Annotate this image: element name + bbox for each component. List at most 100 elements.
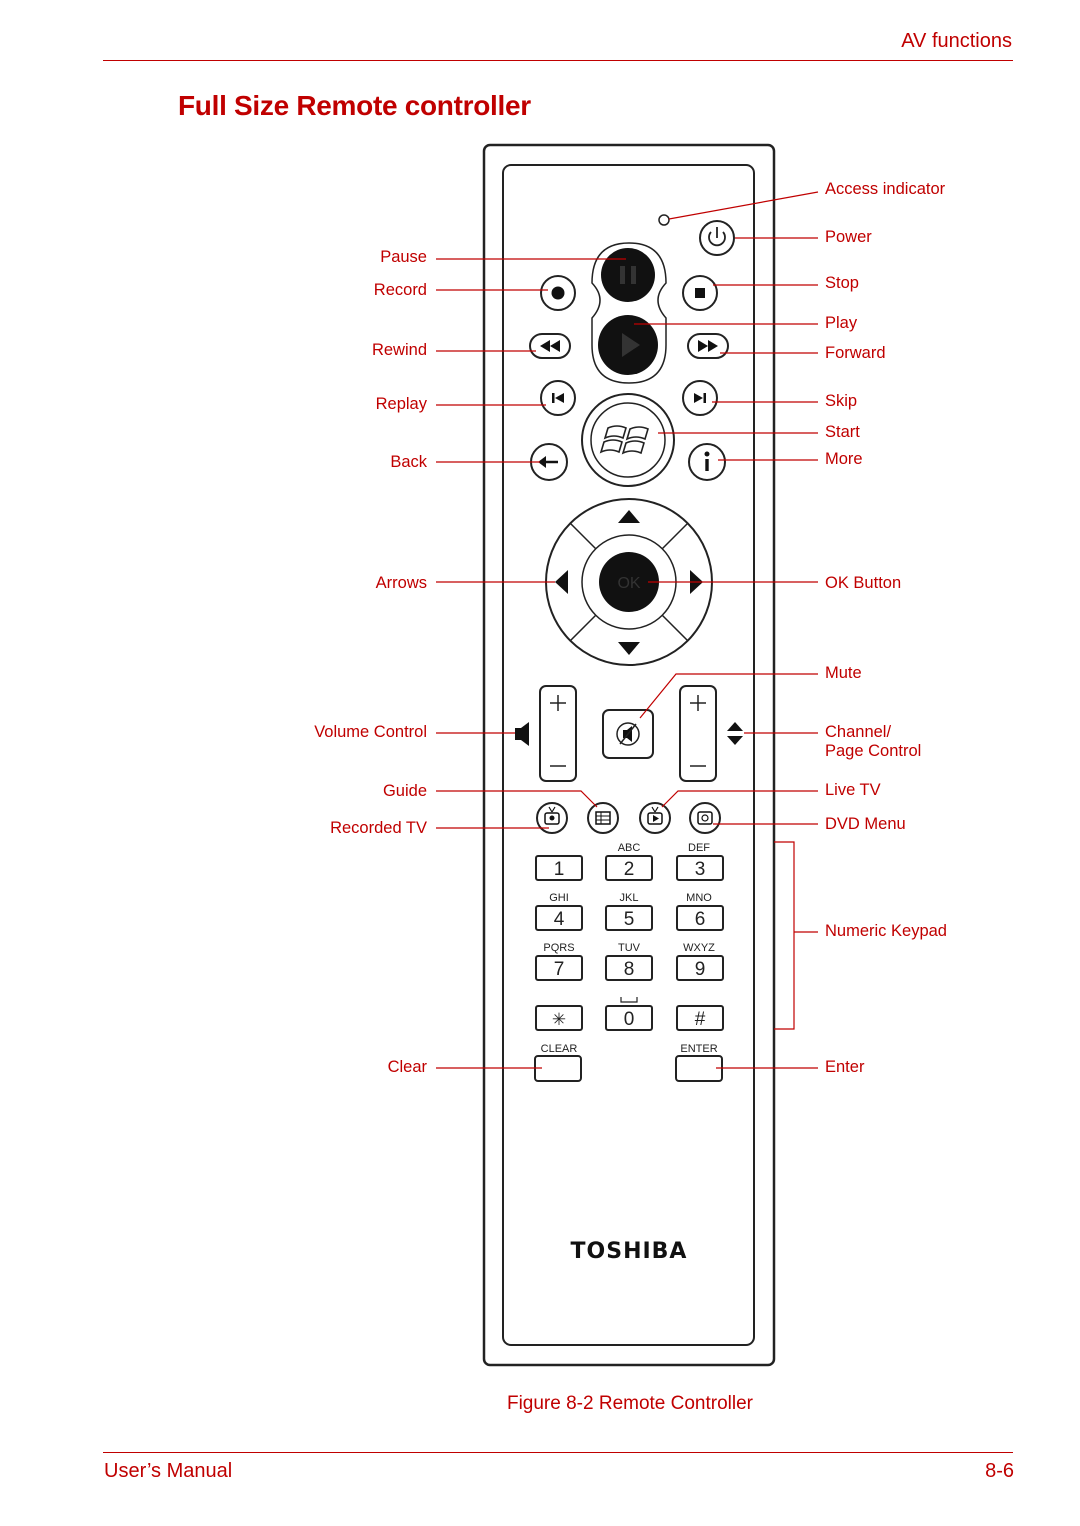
key-4[interactable]: 4	[535, 905, 583, 931]
label-start: Start	[825, 423, 860, 441]
page-number: 8-6	[985, 1460, 1014, 1482]
label-live-tv: Live TV	[825, 781, 881, 799]
key-7[interactable]: 7	[535, 955, 583, 981]
numeric-keypad: ABC DEF 1 2 3 GHI JKL MNO 4 5 6 PQRS TUV…	[535, 842, 724, 1055]
key-star[interactable]: ✳	[535, 1005, 583, 1031]
svg-text:0: 0	[624, 1009, 635, 1030]
label-clear: Clear	[388, 1058, 428, 1076]
svg-text:8: 8	[624, 959, 635, 980]
ok-button[interactable]: OK	[599, 552, 659, 612]
label-back: Back	[390, 453, 427, 471]
label-record: Record	[374, 281, 427, 299]
volume-rocker[interactable]	[539, 685, 577, 782]
channel-rocker[interactable]	[679, 685, 717, 782]
key-letters: MNO	[686, 892, 712, 904]
label-arrows: Arrows	[376, 574, 427, 592]
record-button[interactable]	[540, 275, 576, 311]
guide-button[interactable]	[587, 802, 619, 834]
svg-text:9: 9	[695, 959, 706, 980]
stop-button[interactable]	[682, 275, 718, 311]
more-button[interactable]	[688, 443, 726, 481]
label-stop: Stop	[825, 274, 859, 292]
key-1[interactable]: 1	[535, 855, 583, 881]
play-button[interactable]	[598, 315, 658, 375]
key-5[interactable]: 5	[605, 905, 653, 931]
channel-up-down-icon	[727, 722, 743, 745]
skip-button[interactable]	[682, 380, 718, 416]
brand-logo: TOSHIBA	[571, 1239, 688, 1264]
label-forward: Forward	[825, 344, 886, 362]
footer-manual-title: User’s Manual	[104, 1460, 233, 1482]
forward-button[interactable]	[687, 333, 729, 359]
svg-text:3: 3	[695, 859, 706, 880]
power-button[interactable]	[699, 220, 735, 256]
label-power: Power	[825, 228, 872, 246]
access-indicator	[658, 214, 670, 226]
speaker-icon	[515, 722, 529, 746]
key-6[interactable]: 6	[676, 905, 724, 931]
label-skip: Skip	[825, 392, 857, 410]
label-replay: Replay	[376, 395, 428, 413]
enter-button[interactable]	[675, 1055, 723, 1082]
key-9[interactable]: 9	[676, 955, 724, 981]
live-tv-button[interactable]	[639, 802, 671, 834]
arrow-left-icon[interactable]	[555, 570, 568, 594]
callout-lines	[436, 191, 819, 1069]
svg-text:OK: OK	[617, 575, 640, 592]
windows-logo-icon	[599, 425, 649, 455]
clear-key-label: CLEAR	[541, 1043, 578, 1055]
key-8[interactable]: 8	[605, 955, 653, 981]
footer-rule	[103, 1452, 1013, 1453]
label-rewind: Rewind	[372, 341, 427, 359]
label-numeric-keypad: Numeric Keypad	[825, 922, 947, 940]
section-header: AV functions	[901, 30, 1012, 52]
start-button[interactable]	[581, 393, 675, 487]
label-channel: Channel/	[825, 723, 891, 741]
replay-button[interactable]	[540, 380, 576, 416]
svg-text:#: #	[695, 1009, 706, 1030]
key-letters: GHI	[549, 892, 569, 904]
label-page-control: Page Control	[825, 742, 921, 760]
label-recorded-tv: Recorded TV	[330, 819, 427, 837]
mute-button[interactable]	[602, 709, 654, 759]
pause-button[interactable]	[601, 248, 655, 302]
label-enter: Enter	[825, 1058, 865, 1076]
key-letters: DEF	[688, 842, 710, 854]
svg-text:5: 5	[624, 909, 635, 930]
label-pause: Pause	[380, 248, 427, 266]
key-hash[interactable]: #	[676, 1005, 724, 1031]
svg-text:✳: ✳	[552, 1010, 566, 1029]
figure-caption: Figure 8-2 Remote Controller	[506, 1393, 754, 1414]
label-volume-control: Volume Control	[314, 723, 427, 741]
space-icon	[620, 997, 638, 1003]
key-letters: ABC	[618, 842, 641, 854]
svg-text:1: 1	[554, 859, 565, 880]
key-letters: WXYZ	[683, 942, 715, 954]
label-play: Play	[825, 314, 858, 332]
svg-text:6: 6	[695, 909, 706, 930]
rewind-button[interactable]	[529, 333, 571, 359]
recorded-tv-button[interactable]	[536, 802, 568, 834]
key-2[interactable]: 2	[605, 855, 653, 881]
label-access-indicator: Access indicator	[825, 180, 946, 198]
label-dvd-menu: DVD Menu	[825, 815, 906, 833]
key-0[interactable]: 0	[605, 1005, 653, 1031]
dvd-menu-button[interactable]	[689, 802, 721, 834]
label-mute: Mute	[825, 664, 862, 682]
key-letters: TUV	[618, 942, 641, 954]
svg-text:7: 7	[554, 959, 565, 980]
label-more: More	[825, 450, 863, 468]
label-guide: Guide	[383, 782, 427, 800]
svg-text:2: 2	[624, 859, 635, 880]
key-letters: JKL	[620, 892, 639, 904]
arrow-down-icon[interactable]	[618, 642, 640, 655]
page-title: Full Size Remote controller	[178, 90, 531, 121]
label-ok-button: OK Button	[825, 574, 901, 592]
enter-key-label: ENTER	[680, 1043, 717, 1055]
header-rule	[103, 60, 1013, 61]
svg-text:4: 4	[554, 909, 565, 930]
key-letters: PQRS	[543, 942, 574, 954]
arrow-up-icon[interactable]	[618, 510, 640, 523]
key-3[interactable]: 3	[676, 855, 724, 881]
